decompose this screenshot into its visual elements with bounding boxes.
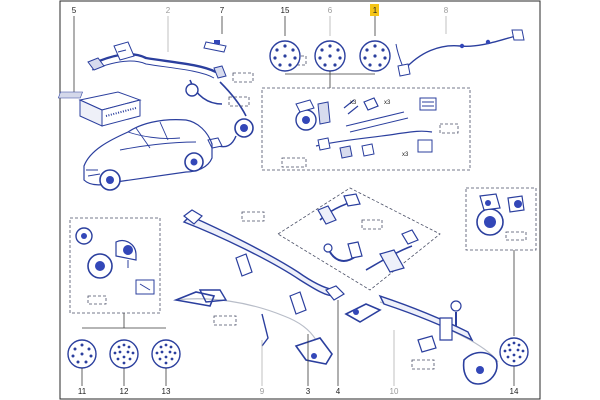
label-box xyxy=(411,359,435,370)
socket-14-detail xyxy=(476,193,527,241)
tow-bar-right xyxy=(344,294,499,385)
callout-9: 9 xyxy=(260,387,265,396)
socket-14 xyxy=(499,337,529,367)
callout-14: 14 xyxy=(510,387,519,396)
label-box xyxy=(241,211,265,222)
socket-detail xyxy=(75,227,155,305)
socket-12 xyxy=(109,339,139,369)
label-box xyxy=(228,96,250,107)
label-box xyxy=(439,123,459,134)
socket-15 xyxy=(269,40,301,72)
socket-1 xyxy=(359,40,391,72)
socket-13 xyxy=(151,339,181,369)
label-box xyxy=(87,295,107,305)
extension-cable xyxy=(395,29,525,77)
diagram-frame xyxy=(59,0,541,400)
socket-14-detail-box xyxy=(465,187,537,251)
wiring-harness xyxy=(87,41,254,149)
multiplier: x3 xyxy=(384,100,391,106)
hook-detail-box xyxy=(277,187,441,291)
callout-3: 3 xyxy=(306,387,311,396)
hook-detail xyxy=(317,193,419,273)
connector-plug xyxy=(203,40,227,53)
kit-contents: x3 x3 x3 xyxy=(281,97,459,168)
callout-12: 12 xyxy=(120,387,129,396)
socket-detail-box xyxy=(69,217,161,314)
callout-1: 1 xyxy=(373,6,378,15)
label-box xyxy=(213,315,237,326)
vehicle-illustration xyxy=(83,119,213,191)
label-box xyxy=(505,231,527,241)
label-box xyxy=(361,219,383,230)
callout-13: 13 xyxy=(162,387,171,396)
callout-11: 11 xyxy=(78,387,87,396)
callout-8: 8 xyxy=(444,6,449,15)
callout-1-highlight xyxy=(370,4,379,16)
callout-10: 10 xyxy=(390,387,399,396)
callout-15: 15 xyxy=(281,6,290,15)
label-box xyxy=(281,157,307,168)
callout-4: 4 xyxy=(336,387,341,396)
label-box xyxy=(232,72,254,83)
socket-11 xyxy=(67,339,97,369)
tow-bar-mount xyxy=(173,289,333,365)
callout-2: 2 xyxy=(166,6,171,15)
control-module xyxy=(57,91,142,127)
multiplier: x3 xyxy=(350,100,357,106)
callout-6: 6 xyxy=(328,6,333,15)
multiplier: x3 xyxy=(402,152,409,158)
callout-7: 7 xyxy=(220,6,225,15)
callout-5: 5 xyxy=(72,6,77,15)
socket-6 xyxy=(314,40,346,72)
tow-bar-crossbeam xyxy=(182,209,345,315)
